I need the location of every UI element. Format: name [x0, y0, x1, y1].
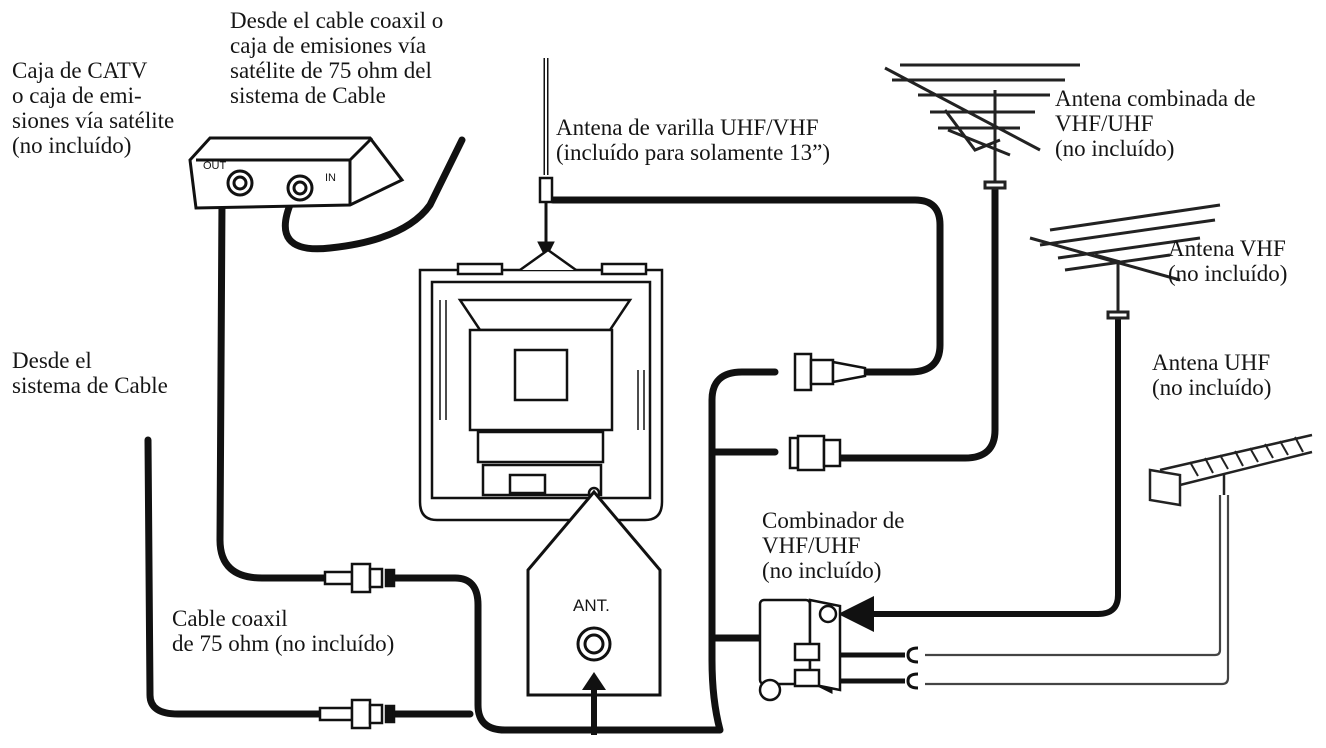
label-rod-antenna-line-2: (incluído para solamente 13”) [556, 140, 830, 165]
rod-antenna-drawing [537, 58, 555, 260]
label-from-coax-line-2: caja de emisiones vía [230, 33, 427, 58]
catv-box-drawing [188, 136, 405, 210]
twin-lead [925, 495, 1230, 686]
tv-back-drawing [418, 248, 664, 522]
uhf-antenna-drawing [1148, 433, 1313, 507]
vhf-antenna-drawing [1029, 203, 1221, 320]
label-combo-antenna-line-1: Antena combinada de [1055, 86, 1256, 111]
label-from-coax-line-3: satélite de 75 ohm del [230, 58, 432, 83]
cable-rod-antenna [549, 196, 944, 376]
port-label-out: OUT [203, 160, 227, 172]
cables [144, 136, 1121, 734]
label-vhf-antenna: Antena VHF (no incluído) [1168, 236, 1287, 286]
label-from-coax-line-1: Desde el cable coaxil o [230, 8, 444, 33]
label-from-coax-line-4: sistema de Cable [230, 83, 386, 108]
label-from-cable-system-line-2: sistema de Cable [12, 373, 168, 398]
cable-box-out [216, 196, 344, 582]
label-combiner-line-3: (no incluído) [762, 558, 882, 583]
ant-arrow-head [582, 672, 606, 690]
label-uhf-antenna-line-2: (no incluído) [1152, 375, 1272, 400]
combo-antenna-drawing [884, 63, 1080, 190]
label-from-cable-system: Desde el sistema de Cable [12, 348, 168, 398]
coax-connectors [318, 352, 867, 730]
cable-vhf-antenna [838, 315, 1121, 632]
label-uhf-antenna: Antena UHF (no incluído) [1152, 350, 1271, 400]
label-coax-cable-line-2: de 75 ohm (no incluído) [172, 631, 395, 656]
label-combiner-line-1: Combinador de [762, 508, 905, 533]
label-catv-box: Caja de CATV o caja de emi- siones vía s… [12, 58, 174, 158]
label-coax-cable: Cable coaxil de 75 ohm (no incluído) [172, 606, 394, 656]
label-catv-box-line-4: (no incluído) [12, 133, 132, 158]
combiner-drawing [758, 598, 842, 702]
cable-coax-upper [386, 368, 779, 734]
label-coax-cable-line-1: Cable coaxil [172, 606, 288, 631]
label-catv-box-line-3: siones vía satélite [12, 108, 175, 133]
label-combo-antenna-line-3: (no incluído) [1055, 136, 1175, 161]
label-combiner-line-2: VHF/UHF [762, 533, 861, 558]
label-combo-antenna: Antena combinada de VHF/UHF (no incluído… [1055, 86, 1256, 161]
label-catv-box-line-2: o caja de emi- [12, 83, 142, 108]
label-rod-antenna: Antena de varilla UHF/VHF (incluído para… [556, 115, 830, 165]
cable-box-in [281, 136, 466, 253]
label-uhf-antenna-line-1: Antena UHF [1152, 350, 1271, 375]
label-catv-box-line-1: Caja de CATV [12, 58, 148, 83]
ant-label: ANT. [573, 596, 610, 615]
label-combo-antenna-line-2: VHF/UHF [1055, 111, 1154, 136]
cable-combo-antenna [836, 186, 999, 462]
label-vhf-antenna-line-1: Antena VHF [1168, 236, 1286, 261]
label-from-cable-system-line-1: Desde el [12, 348, 92, 373]
label-combiner: Combinador de VHF/UHF (no incluído) [762, 508, 904, 583]
label-vhf-antenna-line-2: (no incluído) [1168, 261, 1288, 286]
cable-from-system [144, 436, 344, 718]
ant-callout [526, 489, 662, 697]
port-label-in: IN [325, 172, 336, 184]
label-from-coax: Desde el cable coaxil o caja de emisione… [230, 8, 443, 108]
label-rod-antenna-line-1: Antena de varilla UHF/VHF [556, 115, 819, 140]
